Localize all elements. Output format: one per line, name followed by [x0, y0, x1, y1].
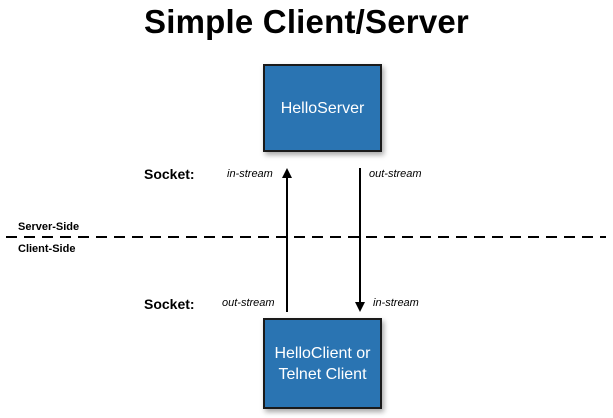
- hello-client-label-line2: Telnet Client: [278, 365, 367, 383]
- hello-server-box: HelloServer: [263, 64, 382, 152]
- hello-server-label: HelloServer: [280, 99, 365, 117]
- client-in-stream-label: in-stream: [373, 297, 419, 309]
- server-socket-label: Socket:: [144, 166, 195, 182]
- hello-client-box: HelloClient or Telnet Client: [263, 318, 382, 409]
- server-out-stream-label: out-stream: [369, 168, 422, 180]
- client-socket-label: Socket:: [144, 296, 195, 312]
- server-side-label: Server-Side: [18, 221, 80, 233]
- hello-client-label-line1: HelloClient or: [274, 344, 371, 362]
- client-side-label: Client-Side: [18, 243, 76, 255]
- server-in-stream-label: in-stream: [227, 168, 273, 180]
- diagram-title: Simple Client/Server: [144, 3, 469, 40]
- client-out-stream-label: out-stream: [222, 297, 275, 309]
